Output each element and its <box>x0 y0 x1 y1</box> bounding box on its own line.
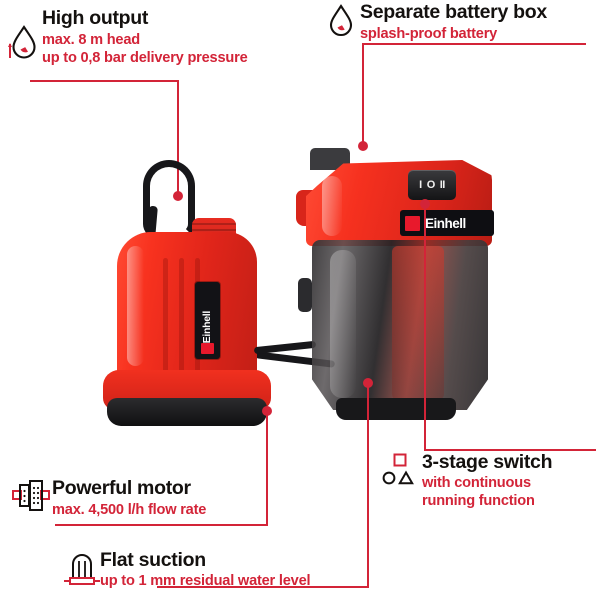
callout-three-stage-switch-sub-1: with continuous <box>422 475 531 492</box>
callout-flat-suction-sub-1: up to 1 mm residual water level <box>100 573 311 590</box>
connector-flat-suction-h <box>157 586 369 588</box>
callout-high-output-title: High output <box>42 7 149 29</box>
connector-motor-v <box>266 411 268 525</box>
connector-dot-battery-box <box>358 141 368 151</box>
connector-battery-box-v <box>362 43 364 148</box>
callout-flat-suction: Flat suction up to 1 mm residual water l… <box>100 549 311 591</box>
callout-separate-battery-box-title: Separate battery box <box>360 1 547 23</box>
connector-switch-h <box>424 449 596 451</box>
product-battery-box: I O II Einhell <box>253 148 496 433</box>
callout-high-output-sub-1: max. 8 m head <box>42 32 140 49</box>
battery-box-rocker-switch[interactable]: I O II <box>408 170 456 200</box>
callout-powerful-motor-sub-1: max. 4,500 l/h flow rate <box>52 502 207 519</box>
callout-three-stage-switch-title: 3-stage switch <box>422 451 553 473</box>
callout-powerful-motor: Powerful motor max. 4,500 l/h flow rate <box>52 477 207 520</box>
battery-box-brand-badge: Einhell <box>400 210 494 236</box>
battery-box-side-clip <box>298 278 312 312</box>
motor-icon <box>12 480 50 511</box>
connector-switch-v <box>424 204 426 450</box>
callout-three-stage-switch-sub-2: running function <box>422 492 535 509</box>
connector-high-output-v <box>177 80 179 198</box>
callout-flat-suction-title: Flat suction <box>100 549 206 571</box>
einhell-e-mark-icon <box>201 343 214 354</box>
pump-rubber-foot <box>107 398 267 426</box>
pump-brand-badge-text: Einhell <box>201 310 214 343</box>
water-drop-icon <box>8 25 36 59</box>
switch-marking-1: I <box>419 178 422 191</box>
shapes-square-circle-triangle-icon <box>382 453 414 485</box>
callout-three-stage-switch: 3-stage switch with continuous running f… <box>422 451 553 511</box>
callout-powerful-motor-title: Powerful motor <box>52 477 191 499</box>
callout-separate-battery-box: Separate battery box splash-proof batter… <box>360 1 547 44</box>
product-submersible-pump: Einhell <box>95 160 336 426</box>
battery-box-base <box>336 398 456 420</box>
battery-box-brand-badge-text: Einhell <box>425 215 466 231</box>
battery-box-translucent-cover <box>312 240 488 410</box>
pump-brand-badge: Einhell <box>195 282 220 359</box>
einhell-e-mark-icon <box>405 215 420 231</box>
switch-marking-0: O <box>426 178 436 191</box>
connector-dot-pump-handle <box>173 191 183 201</box>
switch-marking-2: II <box>439 178 446 191</box>
connector-dot-switch <box>420 199 430 209</box>
battery-box-neck <box>310 148 350 170</box>
pump-carry-handle <box>143 160 195 238</box>
connector-motor-h <box>55 524 268 526</box>
flat-suction-icon <box>64 554 100 585</box>
battery-box-top-cover <box>306 160 492 246</box>
connector-battery-box-h <box>362 43 586 45</box>
water-drop-icon <box>329 4 353 37</box>
callout-high-output: High output max. 8 m head up to 0,8 bar … <box>42 7 248 68</box>
callout-separate-battery-box-sub-1: splash-proof battery <box>360 26 498 43</box>
connector-high-output-h <box>30 80 178 82</box>
connector-dot-battery-box-lower <box>363 378 373 388</box>
pump-body <box>117 232 257 385</box>
callout-high-output-sub-2: up to 0,8 bar delivery pressure <box>42 49 248 66</box>
connector-flat-suction-v <box>367 383 369 587</box>
